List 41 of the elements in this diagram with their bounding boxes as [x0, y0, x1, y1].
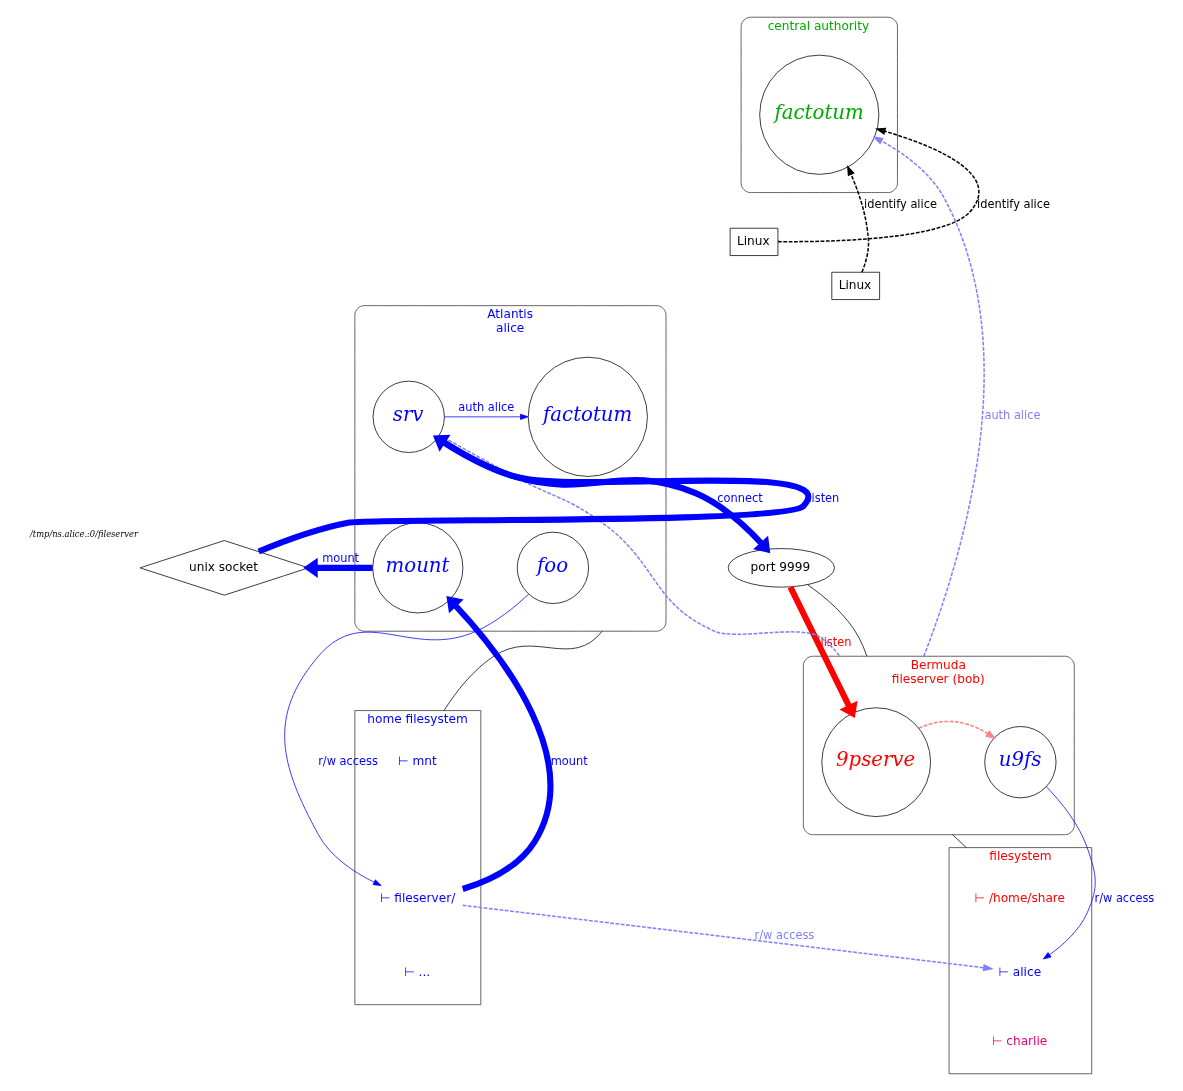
- node-text: ⊢ mnt: [397, 754, 437, 769]
- node-circle: srv: [372, 380, 445, 453]
- edge-label: auth alice: [457, 399, 514, 414]
- arrow: [787, 585, 858, 718]
- node-box: Linux: [729, 227, 778, 256]
- edge-label: r/w access: [1093, 890, 1154, 905]
- node-text: ⊢ charlie: [991, 1033, 1047, 1048]
- node-text: ⊢ fileserver/: [379, 891, 455, 906]
- arrow: [1042, 786, 1096, 960]
- node-text: ⊢ /home/share: [973, 891, 1065, 906]
- edge-label: listen: [820, 635, 851, 650]
- edge-label: connect: [716, 491, 763, 506]
- connector: [443, 630, 603, 711]
- edge-label: auth alice: [983, 408, 1040, 423]
- connector: [951, 834, 967, 848]
- arrow: [461, 904, 994, 972]
- edge-label: mount: [550, 753, 588, 768]
- edge-label: identify alice: [863, 196, 937, 211]
- node-box: Linux: [830, 271, 880, 300]
- edge-label: r/w access: [317, 753, 378, 768]
- node-text: ⊢ ...: [403, 964, 430, 979]
- arrow: [283, 593, 529, 886]
- arrow: [302, 557, 373, 578]
- edge-label: mount: [321, 550, 359, 565]
- node-diamond: unix socket: [139, 540, 309, 596]
- arrow: [443, 413, 528, 420]
- node-circle: 9pserve: [820, 707, 931, 817]
- arrow: [846, 165, 869, 273]
- arrow: [776, 127, 980, 243]
- arrow: [872, 136, 985, 657]
- connector: [806, 584, 867, 657]
- node-text: ⊢ alice: [997, 964, 1041, 979]
- edge-label: identify alice: [976, 196, 1050, 211]
- arrow: [445, 595, 553, 892]
- edge-label: r/w access: [754, 927, 814, 942]
- node-label: /tmp/ns.alice.:0/fileserver: [29, 529, 138, 540]
- arrow: [917, 720, 996, 740]
- arrow: [257, 434, 810, 555]
- node-circle: factotum: [527, 356, 648, 477]
- node-circle: foo: [516, 531, 589, 604]
- node-ellipse: port 9999: [727, 548, 835, 588]
